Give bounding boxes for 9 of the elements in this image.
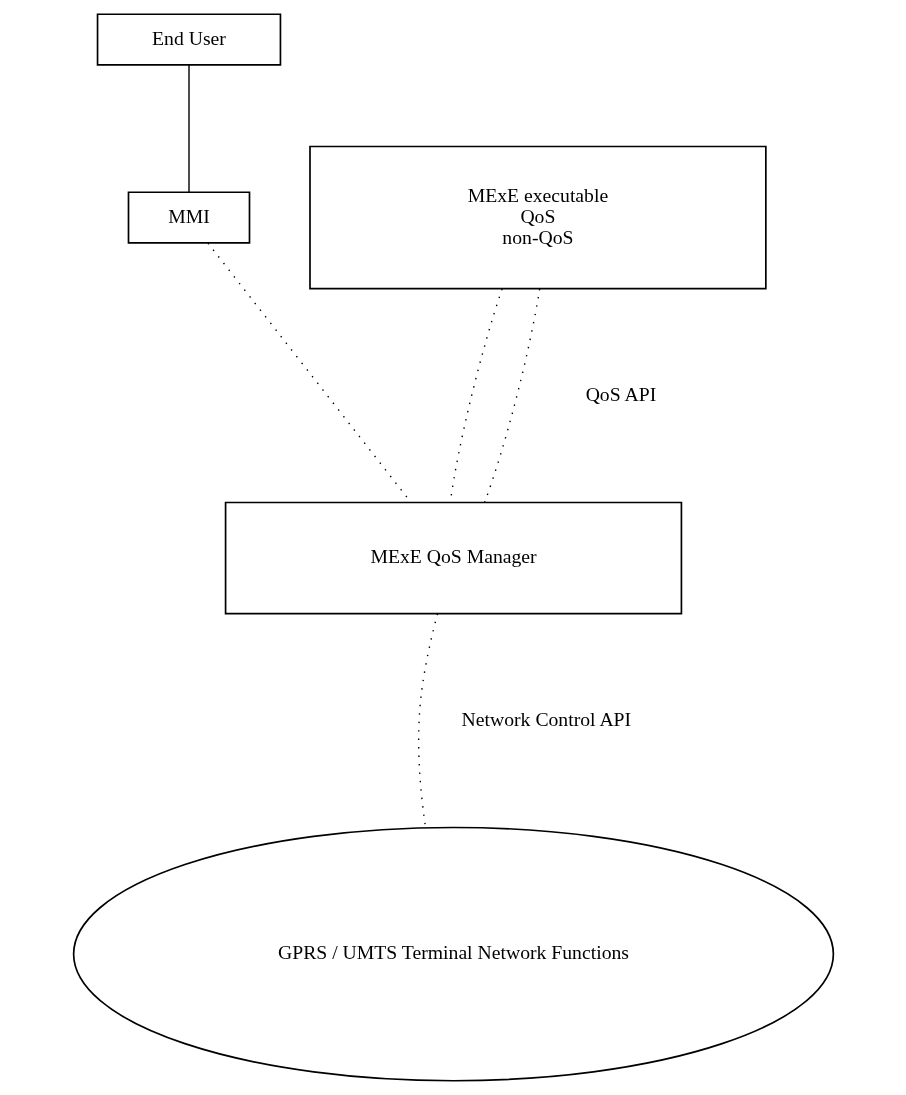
node-ellipse: GPRS / UMTS Terminal Network Functions	[72, 826, 834, 1082]
node-box: MExE executable QoS non-QoS	[308, 145, 767, 290]
connector	[483, 288, 540, 504]
connector	[187, 64, 190, 193]
node-box: End User	[96, 13, 281, 66]
node-box: MMI	[127, 191, 250, 244]
label: Network Control API	[461, 707, 631, 730]
label: QoS API	[585, 382, 656, 405]
node-box: MExE QoS Manager	[224, 501, 682, 615]
